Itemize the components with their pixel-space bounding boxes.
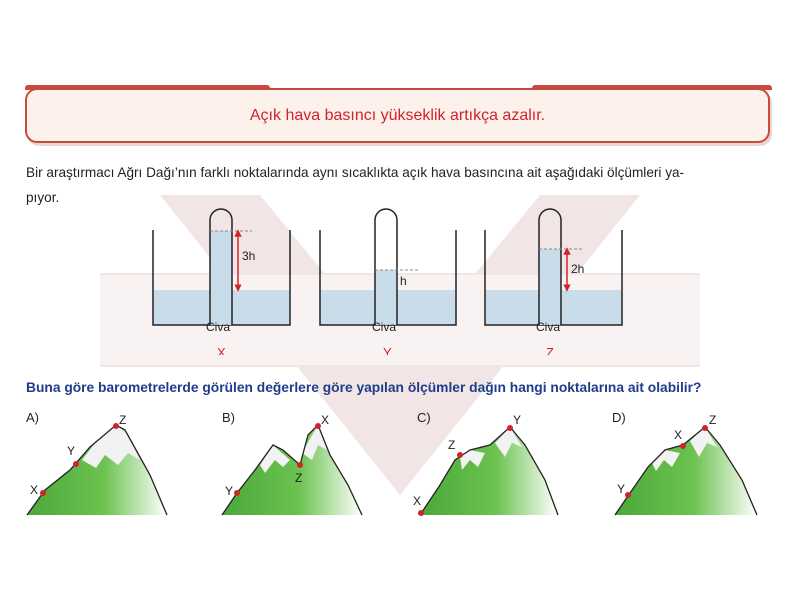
option-c-point-3: Y (513, 413, 521, 427)
option-c-letter[interactable]: C) (417, 410, 431, 425)
mountain-options: X Y Z Y Z X X Z Y Y X (26, 413, 758, 516)
mountain-c[interactable]: X Z Y (413, 413, 559, 516)
info-banner: Açık hava basıncı yükseklik artıkça azal… (25, 85, 772, 143)
banner-title: Açık hava basıncı yükseklik artıkça azal… (249, 106, 546, 124)
banner-tab-left (25, 85, 270, 90)
option-b-point-3: X (321, 413, 329, 427)
mountain-d[interactable]: Y X Z (614, 413, 758, 516)
option-d-point-3: Z (709, 413, 716, 427)
barometer-z-liquid: Civa (536, 320, 560, 334)
banner-tab-right (532, 85, 772, 90)
barometer-diagram: 3h Civa X h Civa Y 2h Civa Z (152, 208, 623, 355)
barometer-y-liquid: Civa (372, 320, 396, 334)
option-b-point-1: Y (225, 484, 233, 498)
mountain-a[interactable]: X Y Z (26, 413, 168, 516)
barometer-y-label: Y (383, 345, 392, 355)
barometer-x: 3h Civa X (152, 208, 291, 355)
option-c-point-1: X (413, 494, 421, 508)
option-a-point-2: Y (67, 444, 75, 458)
option-c-point-2: Z (448, 438, 455, 452)
option-d-point-2: X (674, 428, 682, 442)
mountain-b[interactable]: Y Z X (221, 413, 363, 516)
barometer-x-height: 3h (242, 249, 255, 263)
barometer-z-height: 2h (571, 262, 584, 276)
option-d-point-1: Y (617, 482, 625, 496)
option-b-letter[interactable]: B) (222, 410, 235, 425)
question-line-2: pıyor. (26, 190, 60, 205)
barometer-y-height: h (400, 274, 407, 288)
barometer-y: h Civa Y (319, 208, 457, 355)
barometer-x-label: X (217, 345, 226, 355)
option-a-point-3: Z (119, 413, 126, 427)
question-line-1: Bir araştırmacı Ağrı Dağı’nın farklı nok… (26, 165, 685, 180)
question-text: Bir araştırmacı Ağrı Dağı’nın farklı nok… (26, 160, 776, 210)
question-2-text: Buna göre barometrelerde görülen değerle… (26, 380, 702, 395)
barometer-x-liquid: Civa (206, 320, 230, 334)
option-b-point-2: Z (295, 471, 302, 485)
option-d-letter[interactable]: D) (612, 410, 626, 425)
option-a-point-1: X (30, 483, 38, 497)
barometer-z-label: Z (546, 345, 554, 355)
barometer-z: 2h Civa Z (484, 208, 623, 355)
option-a-letter[interactable]: A) (26, 410, 39, 425)
